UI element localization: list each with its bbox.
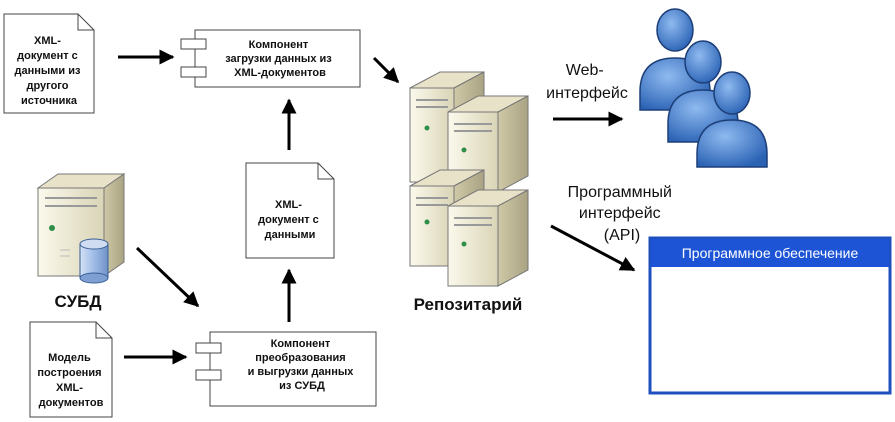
component-line: Компонент <box>271 338 331 350</box>
arrow <box>135 246 200 308</box>
doc-line: Модель <box>48 352 91 364</box>
svg-text:XML- документ с да: XML- документ с данными из другого источ… <box>14 35 83 107</box>
web-interface-label: Web- интерфейс <box>546 62 628 102</box>
repository-label: Репозитарий <box>414 295 523 314</box>
users-icon <box>639 8 768 168</box>
dbms-label: СУБД <box>55 292 102 311</box>
svg-text:Компонент преобразования: Компонент преобразования и выгрузки данн… <box>248 338 357 392</box>
doc-line: источника <box>21 95 78 107</box>
software-window: Программное обеспечение <box>648 236 892 395</box>
component-line: Компонент <box>249 39 309 51</box>
component-line: XML-документов <box>234 67 326 79</box>
svg-text:Модель построения: Модель построения XML- документов <box>37 352 104 409</box>
xml-document-data: XML- документ с данными <box>245 162 335 259</box>
doc-line: данными <box>265 229 316 241</box>
dbms-server-icon <box>36 173 126 284</box>
model-document: Модель построения XML- документов <box>29 321 113 418</box>
repository-server-icon <box>409 71 529 287</box>
component-line: загрузки данных из <box>225 53 332 65</box>
doc-line: документ с <box>258 214 319 226</box>
component-loader: Компонент загрузки данных из XML-докумен… <box>180 29 361 88</box>
window-title: Программное обеспечение <box>682 245 859 261</box>
component-port-icon <box>195 342 222 354</box>
doc-line: данными из <box>14 65 81 77</box>
component-line: и выгрузки данных <box>248 366 355 378</box>
component-port-icon <box>180 38 207 50</box>
component-port-icon <box>180 66 207 78</box>
doc-line: XML- <box>275 199 302 211</box>
user-icon <box>696 71 768 168</box>
svg-text:Компонент загрузки данны: Компонент загрузки данных из XML-докумен… <box>225 39 335 79</box>
api-label: Программный интерфейс (API) <box>568 184 677 244</box>
doc-line: построения <box>37 367 101 379</box>
doc-line: документ с <box>17 50 78 62</box>
arrow <box>372 56 400 84</box>
window-title-bar <box>651 239 889 267</box>
component-port-icon <box>195 369 222 381</box>
svg-text:XML- документ с да: XML- документ с данными <box>258 199 322 241</box>
xml-document-other-source: XML- документ с данными из другого источ… <box>3 13 95 114</box>
doc-line: другого <box>26 80 68 92</box>
database-cylinder-icon <box>79 238 109 284</box>
doc-line: документов <box>39 397 104 409</box>
component-line: из СУБД <box>279 380 325 392</box>
doc-line: XML- <box>34 35 61 47</box>
arrow <box>550 224 636 272</box>
arrows <box>118 49 636 365</box>
component-exporter: Компонент преобразования и выгрузки данн… <box>195 331 377 407</box>
component-line: преобразования <box>255 352 345 364</box>
doc-line: XML- <box>56 382 83 394</box>
